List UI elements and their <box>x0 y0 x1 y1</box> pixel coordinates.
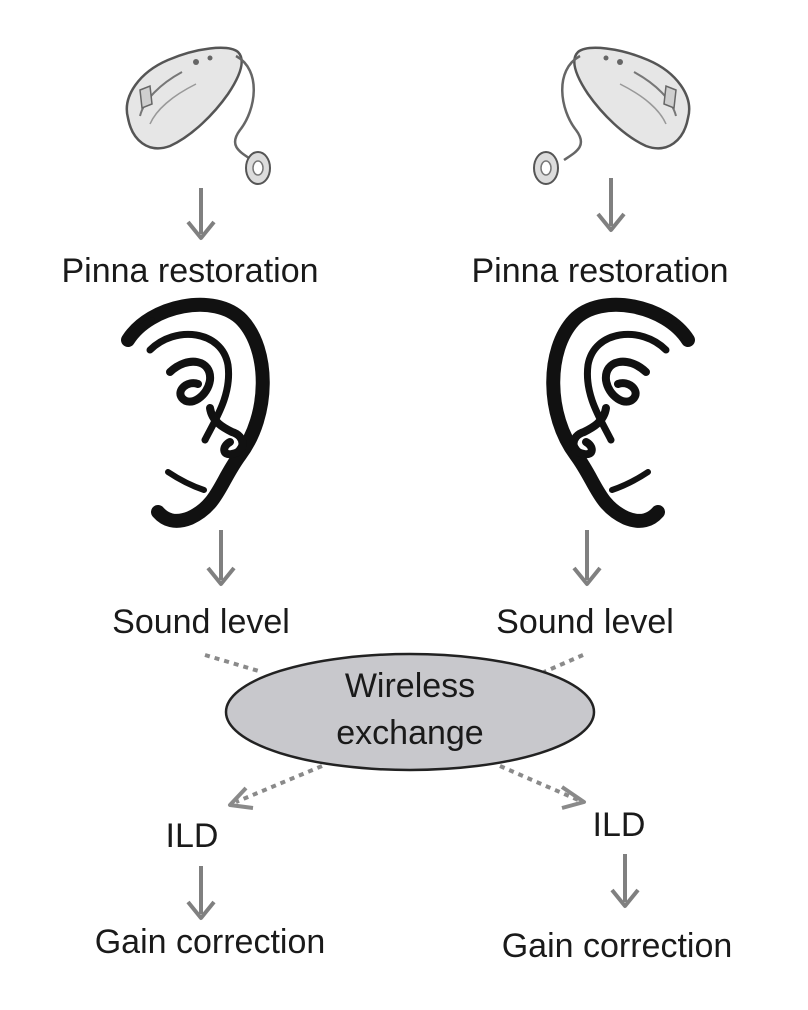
wireless-label-line2: exchange <box>336 714 483 752</box>
right-arrow-ild <box>610 854 640 908</box>
left-pinna-label: Pinna restoration <box>61 252 318 290</box>
right-sound-level-label: Sound level <box>496 603 674 641</box>
right-ear-icon <box>546 297 695 528</box>
left-arrow-ear <box>206 530 236 586</box>
left-sound-level-label: Sound level <box>112 603 290 641</box>
right-hearing-aid-icon <box>533 46 691 185</box>
right-ild-label: ILD <box>593 806 646 844</box>
right-wireless-arrow <box>499 764 586 810</box>
left-hearing-aid-icon <box>125 46 271 185</box>
right-arrow-ear <box>572 530 602 586</box>
left-wireless-arrow <box>228 764 323 810</box>
left-ild-label: ILD <box>166 817 219 855</box>
wireless-label-line1: Wireless <box>345 667 475 705</box>
left-ear-icon <box>121 297 270 528</box>
right-pinna-label: Pinna restoration <box>471 252 728 290</box>
left-arrow-ild <box>186 866 216 920</box>
left-gain-label: Gain correction <box>95 923 326 961</box>
left-sound-connector <box>204 653 263 674</box>
right-sound-connector <box>543 653 584 674</box>
wireless-exchange-node: Wireless exchange <box>224 652 596 772</box>
right-gain-label: Gain correction <box>502 927 733 965</box>
left-arrow-device <box>186 188 216 240</box>
right-arrow-device <box>596 178 626 232</box>
